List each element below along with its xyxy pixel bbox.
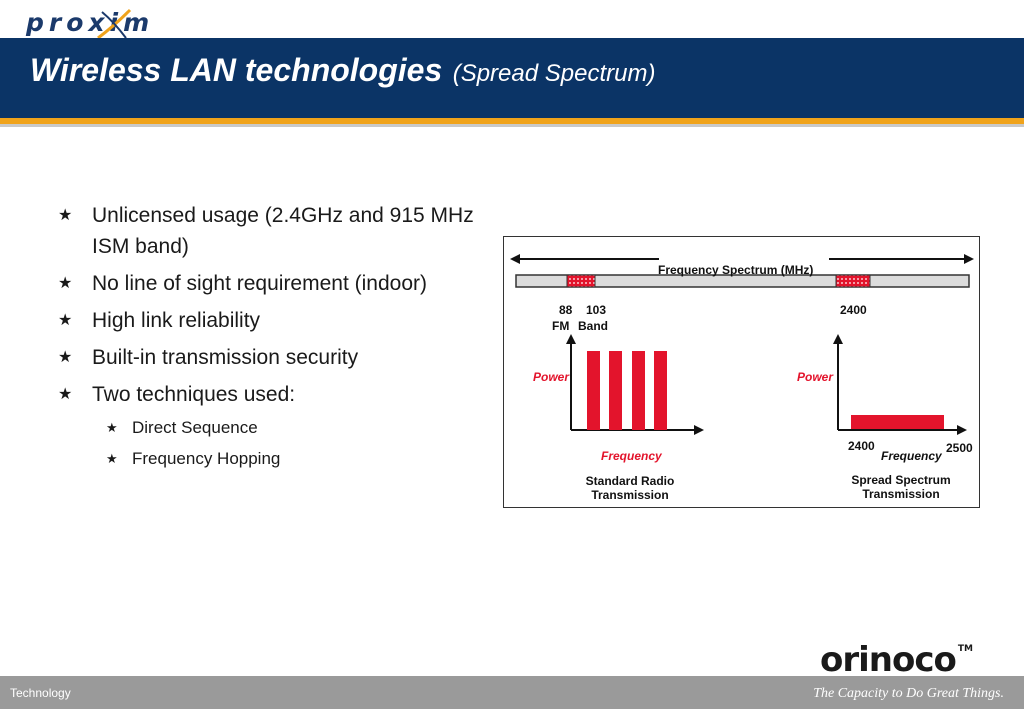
proxim-swoosh-icon [97,8,132,40]
accent-divider [0,118,1024,124]
sub-bullet-list: ★ Direct Sequence ★ Frequency Hopping [106,414,488,472]
right-caption: Spread Spectrum Transmission [834,473,968,501]
right-power-label: Power [797,370,834,384]
sub-bullet-item: ★ Direct Sequence [106,414,488,441]
diagram-graphics [510,254,974,435]
right-power-axis-arrow [833,334,843,344]
left-caption: Standard Radio Transmission [566,474,694,502]
right-end-freq-label: 2500 [946,441,973,455]
left-power-label: Power [533,370,570,384]
title-subtitle: (Spread Spectrum) [452,60,656,87]
star-bullet-icon: ★ [106,420,118,435]
fm-channel-bar [632,351,645,430]
bullet-item: ★ Built-in transmission security [58,342,488,373]
star-bullet-icon: ★ [58,349,73,366]
footer-tagline: The Capacity to Do Great Things. [813,686,1004,701]
ism-number-label: 2400 [840,303,867,317]
right-frequency-label: Frequency [881,449,942,463]
title-main: Wireless LAN technologies [30,52,443,88]
bullet-text: No line of sight requirement (indoor) [92,272,427,295]
fm-channel-bar [587,351,600,430]
left-caption-line-2: Transmission [591,488,669,502]
right-frequency-axis-arrow [957,425,967,435]
band-label: Band [578,319,608,333]
bullet-item: ★ Unlicensed usage (2.4GHz and 915 MHz IS… [58,200,488,262]
bullet-text: High link reliability [92,309,261,332]
spread-spectrum-diagram: Frequency Spectrum (MHz) 88 FM 103 Band … [503,236,980,508]
bullet-item: ★ Two techniques used: ★ Direct Sequence ★… [58,379,488,472]
left-frequency-label: Frequency [601,449,662,463]
grey-divider [0,124,1024,127]
left-frequency-axis-arrow [694,425,704,435]
spectrum-label: Frequency Spectrum (MHz) [658,263,814,277]
footer-section-label: Technology [10,686,71,700]
bullet-item: ★ High link reliability [58,305,488,336]
proxim-logo-text: proxim [26,8,155,37]
fm-band-marker [566,274,596,288]
bullet-item: ★ No line of sight requirement (indoor) [58,268,488,299]
fm-number-label: 88 [559,303,573,317]
spectrum-arrow-left-head [510,254,520,264]
fm-label: FM [552,319,570,333]
sub-bullet-text: Direct Sequence [132,418,258,437]
sub-bullet-text: Frequency Hopping [132,449,281,468]
left-power-axis-arrow [566,334,576,344]
star-bullet-icon: ★ [58,386,73,403]
trademark-mark: TM [957,644,973,654]
footer-bar: Technology The Capacity to Do Great Thin… [0,676,1024,709]
spectrum-arrow-right-head [964,254,974,264]
star-bullet-icon: ★ [106,451,118,466]
spread-spectrum-band [851,415,944,429]
star-bullet-icon: ★ [58,207,73,224]
page-title: Wireless LAN technologies (Spread Spectr… [30,52,655,89]
ism-band-marker [835,274,871,288]
proxim-logo: proxim [26,8,176,40]
bullet-text: Built-in transmission security [92,346,359,369]
fm-channel-bar [609,351,622,430]
star-bullet-icon: ★ [58,275,73,292]
orinoco-logo-text: orinoco [820,640,957,680]
right-caption-line-2: Transmission [862,487,940,501]
bullet-text: Two techniques used: [92,383,296,406]
star-bullet-icon: ★ [58,312,73,329]
bullet-list: ★ Unlicensed usage (2.4GHz and 915 MHz IS… [58,200,488,478]
fm-channel-bar [654,351,667,430]
left-caption-line-1: Standard Radio [585,474,675,488]
bullet-text: Unlicensed usage (2.4GHz and 915 MHz ISM… [92,204,474,258]
title-bar: Wireless LAN technologies (Spread Spectr… [0,38,1024,118]
sub-bullet-item: ★ Frequency Hopping [106,445,488,472]
right-caption-line-1: Spread Spectrum [851,473,951,487]
band-number-label: 103 [586,303,607,317]
right-start-freq-label: 2400 [848,439,875,453]
